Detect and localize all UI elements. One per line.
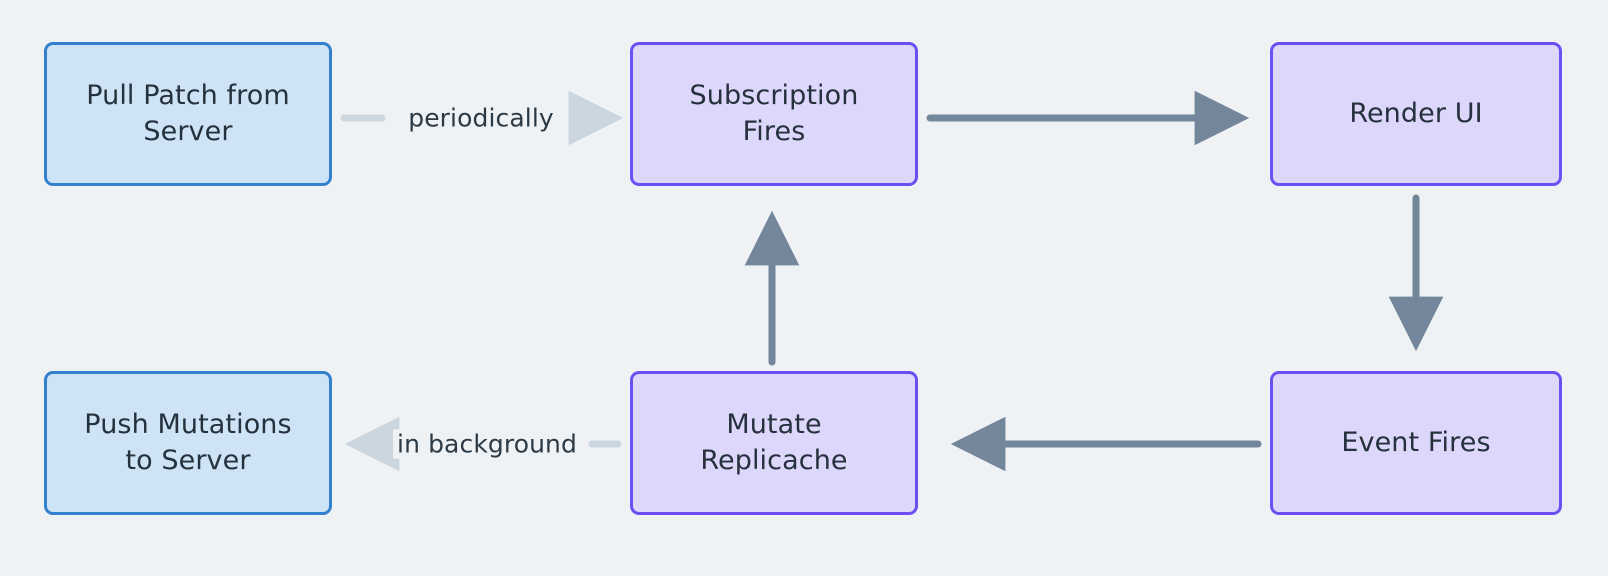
node-pull-patch-from-server[interactable]: Pull Patch from Server bbox=[44, 42, 332, 186]
node-label: Mutate Replicache bbox=[700, 409, 848, 476]
node-push-mutations-to-server[interactable]: Push Mutations to Server bbox=[44, 371, 332, 515]
node-mutate-replicache[interactable]: Mutate Replicache bbox=[630, 371, 918, 515]
edge-label-text: periodically bbox=[408, 103, 554, 133]
node-label: Push Mutations to Server bbox=[84, 409, 292, 476]
edge-label-in-background: in background bbox=[393, 429, 581, 459]
node-label: Subscription Fires bbox=[689, 80, 859, 147]
node-subscription-fires[interactable]: Subscription Fires bbox=[630, 42, 918, 186]
node-label: Render UI bbox=[1349, 98, 1483, 130]
node-render-ui[interactable]: Render UI bbox=[1270, 42, 1562, 186]
node-event-fires[interactable]: Event Fires bbox=[1270, 371, 1562, 515]
node-label: Event Fires bbox=[1341, 427, 1491, 459]
edge-label-text: in background bbox=[397, 429, 577, 459]
node-label: Pull Patch from Server bbox=[86, 80, 290, 147]
edge-label-periodically: periodically bbox=[404, 103, 558, 133]
